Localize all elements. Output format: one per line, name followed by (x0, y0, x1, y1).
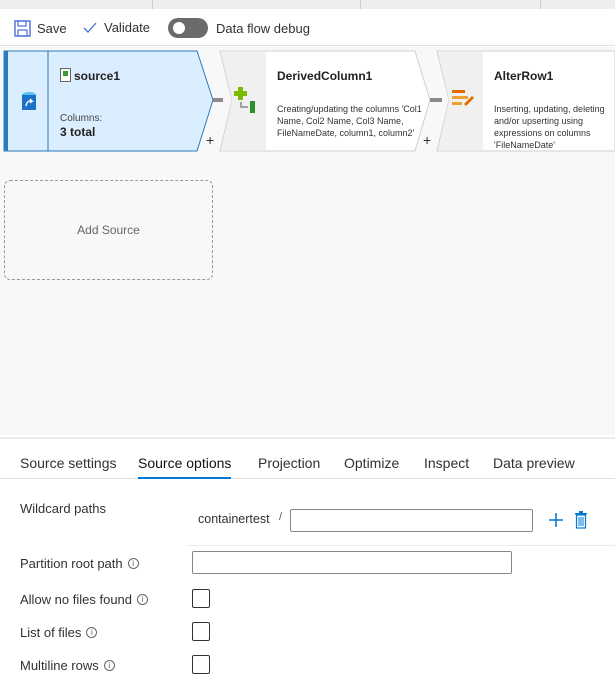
info-icon[interactable]: i (127, 558, 139, 569)
tab-data-preview[interactable]: Data preview (493, 455, 575, 471)
toolbar: Save Validate Data flow debug (0, 10, 615, 46)
info-icon[interactable]: i (103, 660, 115, 671)
blob-storage-icon (22, 92, 36, 110)
multiline-rows-checkbox[interactable] (192, 655, 210, 674)
allow-no-files-checkbox[interactable] (192, 589, 210, 608)
partition-root-path-input[interactable] (192, 551, 512, 574)
columns-label: Columns: (60, 113, 103, 124)
dataflow-canvas[interactable]: source1 Columns: 3 total + DerivedColumn… (0, 47, 615, 435)
node-description: Creating/updating the columns 'Col1 Name… (277, 104, 422, 138)
columns-value: 3 total (60, 125, 96, 139)
list-of-files-checkbox[interactable] (192, 622, 210, 641)
debug-toggle[interactable]: Data flow debug (168, 18, 310, 38)
save-label: Save (37, 21, 67, 36)
add-transform-button[interactable]: + (423, 132, 432, 148)
tab-optimize[interactable]: Optimize (344, 455, 400, 471)
list-of-files-label: List of files i (20, 625, 98, 640)
info-icon[interactable]: i (137, 594, 149, 605)
alter-row-icon (452, 90, 474, 106)
label-text: Multiline rows (20, 658, 99, 673)
derived-column-icon (234, 87, 255, 113)
container-name: containertest (198, 512, 270, 526)
tab-source-options[interactable]: Source options (138, 455, 232, 479)
checkmark-icon (83, 22, 97, 33)
label-text: Wildcard paths (20, 501, 106, 516)
toggle-switch[interactable] (168, 18, 208, 38)
node-title: DerivedColumn1 (277, 69, 373, 83)
label-text: Partition root path (20, 556, 123, 571)
allow-no-files-label: Allow no files found i (20, 592, 149, 607)
add-source-button[interactable]: Add Source (4, 180, 213, 280)
wildcard-path-input[interactable] (290, 509, 533, 532)
label-text: List of files (20, 625, 82, 640)
validate-label: Validate (104, 20, 151, 35)
divider (186, 545, 615, 546)
debug-label: Data flow debug (216, 20, 310, 36)
node-title: source1 (74, 69, 121, 83)
validate-button[interactable]: Validate (82, 20, 150, 35)
tab-projection[interactable]: Projection (258, 455, 321, 471)
label-text: Allow no files found (20, 592, 133, 607)
save-button[interactable]: Save (14, 20, 67, 37)
csv-file-icon (60, 68, 71, 82)
node-shapes (3, 50, 615, 152)
info-icon[interactable]: i (86, 627, 98, 638)
node-title: AlterRow1 (494, 69, 554, 83)
wildcard-paths-label: Wildcard paths (20, 501, 106, 516)
partition-root-path-label: Partition root path i (20, 556, 139, 571)
path-separator: / (279, 511, 283, 523)
add-transform-button[interactable]: + (206, 132, 215, 148)
delete-icon[interactable] (574, 511, 588, 529)
top-tab-strip (0, 0, 615, 9)
node-description: Inserting, updating, deleting and/or ups… (494, 104, 605, 150)
add-icon[interactable] (548, 512, 564, 528)
settings-tabs: Source settings Source options Projectio… (0, 437, 615, 479)
multiline-rows-label: Multiline rows i (20, 658, 115, 673)
tab-source-settings[interactable]: Source settings (20, 455, 117, 471)
tab-inspect[interactable]: Inspect (424, 455, 470, 471)
save-icon (14, 20, 31, 37)
